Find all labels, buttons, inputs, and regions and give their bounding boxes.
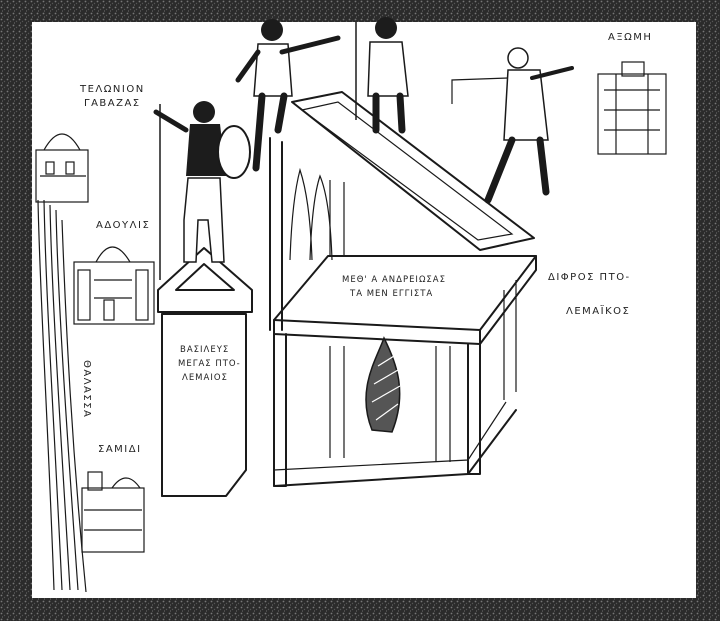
label-lemaios: ΛΕΜΑΙΟΣ — [182, 373, 228, 383]
label-thalassa: ΘΑΛΑΣΣΑ — [81, 360, 92, 418]
label-samidi: ΣΑΜΙΔΙ — [98, 444, 142, 455]
samidi-city — [81, 471, 145, 553]
throne — [269, 91, 537, 487]
warrior-with-shield — [153, 101, 251, 280]
label-megas: ΜΕΓΑΣ ΠΤΟ- — [178, 359, 241, 369]
label-throne-line1: ΜΕΘ' Α ΑΝΔΡΕΙΩΣΑΣ — [342, 275, 446, 285]
label-telonion: ΤΕΛΩΝΙΟΝ — [79, 84, 145, 95]
coastline — [37, 199, 87, 593]
label-adoulis: ΑΔΟΥΛΙΣ — [96, 220, 150, 231]
label-axomi: ΑΞΩΜΗ — [608, 32, 652, 43]
adoulis-city — [73, 246, 155, 325]
spear-bearer — [355, 17, 409, 134]
telonion-building — [35, 133, 89, 203]
warrior-pointing — [235, 19, 341, 172]
running-figure — [451, 47, 574, 204]
label-lemaikos: ΛΕΜΑΪΚΟΣ — [566, 304, 630, 317]
label-basileus: ΒΑΣΙΛΕΥΣ — [180, 345, 229, 355]
label-throne-line2: ΤΑ ΜΕΝ ΕΓΓΙΣΤΑ — [349, 289, 433, 299]
axomi-city — [597, 61, 667, 155]
label-diphros: ΔΙΦΡΟΣ ΠΤΟ- — [548, 272, 631, 283]
label-gabazas: ΓΑΒΑΖΑΣ — [84, 98, 141, 109]
